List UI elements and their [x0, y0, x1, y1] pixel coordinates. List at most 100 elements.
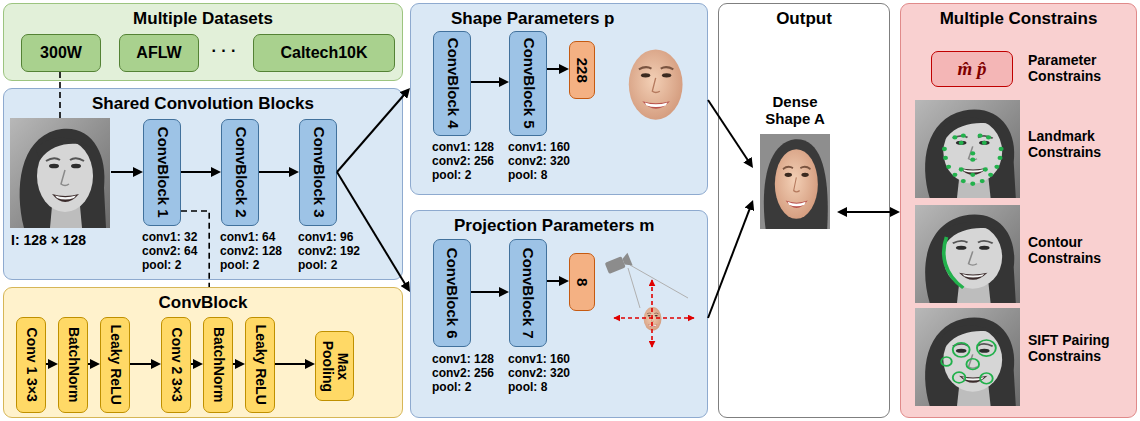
panel-title: Multiple Datasets: [4, 4, 402, 29]
constraint-name: Contour Constrains: [1028, 234, 1132, 267]
contour-face: [915, 205, 1020, 303]
panel-title: Projection Parameters m: [411, 211, 707, 236]
layer-spec: conv2: 192: [298, 244, 360, 258]
label-holder: pool: 2: [142, 258, 181, 272]
block-name: ConvBlock 4: [444, 35, 461, 132]
layer-spec: conv1: 160: [508, 352, 570, 366]
block-name: ConvBlock 5: [520, 35, 537, 132]
constraint-name: Landmark Constrains: [1028, 128, 1132, 161]
label-holder: conv2: 320: [508, 366, 570, 380]
conv-block: ConvBlock 1: [143, 119, 181, 226]
layer-spec: pool: 2: [142, 258, 181, 272]
flow-arrow: [547, 280, 563, 282]
label-holder: conv1: 128: [432, 140, 494, 154]
conv-block: ConvBlock 7: [509, 239, 547, 347]
layer-spec: pool: 8: [508, 168, 547, 182]
layer-spec: conv2: 320: [508, 366, 570, 380]
constraint-name: SIFT Pairing Constrains: [1028, 332, 1132, 365]
dataset-panel: Multiple Datasets300WAFLWCaltech10K: [3, 3, 403, 81]
layer-box: Max Pooling: [315, 331, 354, 401]
layer-spec: pool: 2: [298, 258, 337, 272]
parameter-symbol: m̂ p̂: [957, 58, 986, 80]
parameter-box: m̂ p̂: [931, 51, 1013, 87]
label-holder: conv2: 256: [432, 154, 494, 168]
layer-box: Leaky ReLU: [100, 317, 130, 413]
image-caption: I: 128 × 128: [11, 232, 111, 248]
layer-box: BatchNorm: [58, 317, 88, 413]
label-holder: pool: 8: [508, 168, 547, 182]
label-holder: conv1: 64: [220, 230, 275, 244]
flow-arrow: [259, 171, 293, 173]
layer-name: BatchNorm: [210, 321, 225, 409]
label-holder: pool: 2: [432, 168, 471, 182]
layer-spec: conv2: 320: [508, 154, 570, 168]
panel-title: Shape Parameters p: [411, 4, 707, 29]
label-holder: conv1: 32: [142, 230, 197, 244]
output-vector: 228: [569, 41, 595, 99]
label-holder: conv1: 96: [298, 230, 353, 244]
flow-arrow: [275, 363, 309, 365]
layer-name: BatchNorm: [65, 321, 80, 409]
landmark-face: [915, 100, 1020, 198]
layer-spec: conv2: 256: [432, 154, 494, 168]
conv-block: ConvBlock 5: [509, 31, 547, 136]
label-holder: conv2: 128: [220, 244, 282, 258]
layer-spec: pool: 2: [220, 258, 259, 272]
layer-spec: conv1: 128: [432, 140, 494, 154]
ellipsis: · · ·: [200, 42, 248, 61]
layer-spec: conv2: 128: [220, 244, 282, 258]
block-name: ConvBlock 3: [310, 123, 327, 222]
input-face-photo: [10, 118, 110, 228]
layer-spec: conv1: 96: [298, 230, 353, 244]
label-holder: Contour Constrains: [1028, 234, 1132, 267]
layer-spec: conv1: 128: [432, 352, 494, 366]
layer-name: Leaky ReLU: [252, 321, 267, 409]
label-holder: pool: 2: [298, 258, 337, 272]
label-holder: pool: 2: [432, 380, 471, 394]
flow-arrow: [708, 206, 751, 318]
layer-spec: pool: 2: [432, 380, 471, 394]
dataset-box: AFLW: [119, 34, 199, 72]
output-vector: 8: [569, 253, 595, 311]
flow-arrow: [233, 363, 239, 365]
panel-title: Shared Convolution Blocks: [4, 89, 402, 114]
constraint-name: Parameter Constrains: [1028, 52, 1132, 85]
flow-arrow: [708, 100, 750, 163]
label-holder: Parameter Constrains: [1028, 52, 1132, 85]
panel-title: Output: [719, 4, 889, 29]
layer-box: Leaky ReLU: [245, 317, 275, 413]
conv-block: ConvBlock 2: [221, 119, 259, 226]
layer-spec: pool: 8: [508, 380, 547, 394]
label-holder: conv2: 64: [142, 244, 197, 258]
conv-block: ConvBlock 4: [433, 31, 471, 136]
block-name: ConvBlock 6: [444, 243, 461, 343]
panel-title: ConvBlock: [4, 288, 402, 313]
flow-arrow: [471, 81, 503, 83]
flow-arrow: [88, 363, 94, 365]
layer-box: Conv 1 3×3: [16, 317, 46, 413]
label-holder: conv1: 160: [508, 352, 570, 366]
shape-caption: Dense Shape A: [753, 93, 837, 128]
conv-block: ConvBlock 3: [299, 119, 337, 226]
label-holder: conv1: 160: [508, 140, 570, 154]
label-holder: pool: 8: [508, 380, 547, 394]
flow-arrow: [337, 172, 407, 287]
panel-title: Multiple Constrains: [901, 4, 1136, 29]
layer-name: Conv 2 3×3: [168, 321, 183, 409]
flow-arrow: [46, 363, 52, 365]
label-holder: SIFT Pairing Constrains: [1028, 332, 1132, 365]
dense-shape-face: [760, 134, 830, 229]
layer-spec: conv1: 160: [508, 140, 570, 154]
flow-arrow: [843, 211, 894, 213]
conv-block: ConvBlock 6: [433, 239, 471, 347]
layer-box: Conv 2 3×3: [161, 317, 191, 413]
dataset-box: Caltech10K: [253, 34, 395, 72]
vector-size: 8: [574, 257, 591, 307]
flow-arrow: [471, 291, 503, 293]
layer-box: BatchNorm: [203, 317, 233, 413]
block-name: ConvBlock 2: [232, 123, 249, 222]
label-holder: conv2: 192: [298, 244, 360, 258]
flow-arrow: [547, 68, 563, 70]
layer-spec: conv2: 256: [432, 366, 494, 380]
layer-spec: conv1: 32: [142, 230, 197, 244]
